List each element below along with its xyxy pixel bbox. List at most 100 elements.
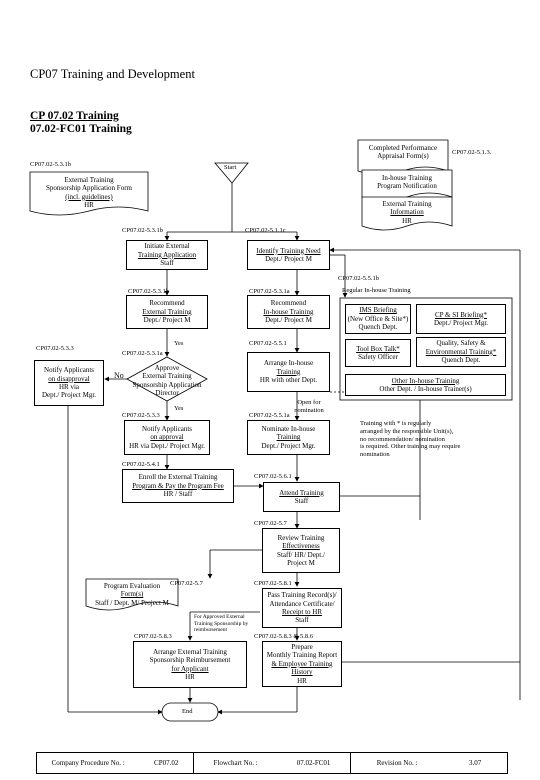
arrange-box[interactable]: Arrange In-house Training HR with other … [247,352,330,392]
footer-flow-label: Flowchart No. : [213,759,258,767]
prepare-box[interactable]: Prepare Monthly Training Report & Employ… [262,641,342,687]
eval-l3: Staff / Dept. M/ Project M [95,598,169,607]
footer-rev-cell: Revision No. : 3.07 [351,753,507,773]
approve-l2: External Training [142,372,192,381]
ref-reimburse: CP07.02-5.8.3 [134,633,172,640]
recommend-inh-l3: Dept./ Project M [265,316,312,325]
ref-start: CP07.02-5.3.1b [30,161,71,168]
ims-l1: IMS Briefing [359,306,397,315]
arrange-l2: Training [276,367,301,376]
footer-table: Company Procedure No. : CP07.02 Flowchar… [36,752,508,774]
recommend-inh-l2: In-house Training [263,307,314,316]
doc-external-info-l1: External Training [382,200,432,208]
notify-reject-l2: on disapproval [48,374,90,383]
doc-external-info-l3: HR [402,216,412,225]
ref-notify-approve: CP07.02-5.3.3 [122,412,160,419]
quality-l1: Quality, Safety & [436,339,486,348]
notify-approve-box[interactable]: Notify Applicants on approval HR via Dep… [124,420,210,455]
recommend-ext-l3: Dept./ Project M [143,316,191,325]
other-inh-l1: Other In-house Training [391,376,460,385]
ref-recommend-ext: CP07.02-5.3.1b [128,288,169,295]
ims-l2: (New Office & Site*) [347,314,409,323]
ref-arrange: CP07.02-5.5.1 [249,340,287,347]
recommend-ext-box[interactable]: Recommend External Training Dept./ Proje… [126,295,208,329]
start-terminator [214,162,249,184]
ref-prepare: CP07.02-5.8.3 & 5.8.6 [254,633,314,640]
review-l1: Review Training [277,533,325,542]
doc-completed-l1: Completed Performance [368,144,438,152]
footer-flow-value: 07.02-FC01 [296,759,331,767]
attend-box[interactable]: Attend Training Staff [263,482,340,512]
approve-l3: Sponsorship Application [132,380,202,389]
doc-inhouse-text: In-house Training Program Notification [362,174,452,191]
quality-box[interactable]: Quality, Safety & Environmental Training… [416,337,506,367]
notify-approve-l3: HR via Dept./ Project Mgr. [129,441,205,450]
approved-note-l3: reimbursement [194,627,227,634]
notify-approve-l2: on approval [150,433,184,442]
doc-sponsorship-l2: Sponsorship Application Form [46,184,132,193]
cpsi-box[interactable]: CP & SI Briefing* Dept./ Project Mgr. [416,304,506,334]
eval-l1: Program Evaluation [103,582,161,590]
doc-external-info-shape [361,196,453,231]
attend-l2: Staff [294,497,309,505]
initiate-box[interactable]: Initiate External Training Application S… [126,240,208,270]
other-inh-box[interactable]: Other In-house Training Other Dept. / In… [345,374,506,396]
doc-sponsorship-shape [29,171,149,216]
reimburse-box[interactable]: Arrange External Training Sponsorship Re… [133,641,247,688]
initiate-l1: Initiate External [144,242,190,251]
notify-approve-l1: Notify Applicants [142,424,192,433]
doc-external-info-text: External Training Information HR [362,200,452,225]
open-nom-text: Open for nomination [284,399,334,415]
reimburse-l3: for Applicant [171,664,209,673]
ref-initiate: CP07.02-5.3.1b [122,227,163,234]
ims-box[interactable]: IMS Briefing (New Office & Site*) Quench… [345,304,411,334]
footer-rev-value: 3.07 [468,759,482,767]
notify-reject-box[interactable]: Notify Applicants on disapproval HR via … [34,360,104,406]
doc-completed-text: Completed Performance Appraisal Form(s) [358,144,448,161]
doc-sponsorship-text: External Training Sponsorship Applicatio… [30,176,148,210]
notify-reject-l3: HR via [58,383,80,391]
toolbox-l1: Tool Box Talk* [356,344,400,353]
start-label: Start [224,164,237,171]
prepare-l1: Prepare [291,643,313,652]
quality-l3: Quench Dept. [441,356,481,365]
prepare-l4: HR [297,676,307,685]
note-l2: arranged by the responsible Unit(s), [360,427,454,435]
notify-reject-l1: Notify Applicants [44,366,94,375]
footer-flow-cell: Flowchart No. : 07.02-FC01 [194,753,351,773]
nominate-box[interactable]: Nominate In-house Training Dept./ Projec… [247,420,330,455]
footer-proc-value: CP07.02 [154,759,179,767]
footer-proc-cell: Company Procedure No. : CP07.02 [37,753,194,773]
ims-l3: Quench Dept. [358,323,398,332]
doc-completed-l2: Appraisal Form(s) [377,152,429,161]
initiate-l3: Staff [160,259,174,268]
identify-box[interactable]: Identify Training Need Dept./ Project M [247,240,330,270]
ref-attend: CP07.02-5.6.1 [254,473,292,480]
toolbox-l2: Safety Officer [358,353,398,361]
doc-completed-ref: CP07.02-5.1.3. [452,149,492,156]
pass-l3: Receipt to HR [281,608,323,616]
prepare-l2: Monthly Training Report [266,651,338,660]
ref-notify-reject: CP07.02-5.3.3 [36,345,74,352]
cpsi-l2: Dept./ Project Mgr. [433,319,489,327]
doc-inhouse-l2: Program Notification [377,182,437,191]
recommend-inh-box[interactable]: Recommend In-house Training Dept./ Proje… [247,295,330,329]
toolbox-box[interactable]: Tool Box Talk* Safety Officer [345,339,411,367]
eval-l2: Form(s) [120,590,144,599]
enroll-l3: HR / Staff [163,490,193,499]
pass-box[interactable]: Pass Training Record(s)/ Attendance Cert… [262,588,342,628]
recommend-inh-l1: Recommend [270,299,307,308]
review-box[interactable]: Review Training Effectiveness Staff/ HR/… [262,528,340,573]
enroll-box[interactable]: Enroll the External Training Program & P… [122,469,234,503]
doc-eval-shape [85,578,179,611]
identify-l1: Identify Training Need [256,246,321,255]
review-l4: Project M [287,558,315,567]
cpsi-l1: CP & SI Briefing* [434,310,488,319]
pass-l2: Attendance Certificate/ [269,599,335,608]
no-label: No [114,371,124,380]
doc-sponsorship-l3: (incl. guidelines) [65,192,113,201]
approved-note-l1: For Approved External [194,614,245,620]
approved-note-text: For Approved External Training Sponsorsh… [194,614,248,634]
reimburse-l1: Arrange External Training [153,647,227,656]
recommend-ext-l1: Recommend [149,299,185,308]
